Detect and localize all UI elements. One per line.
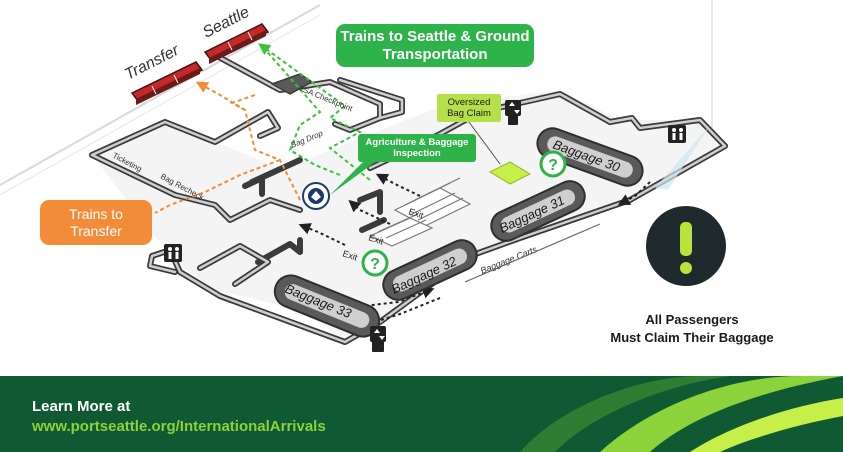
train-to-seattle	[203, 23, 270, 64]
exit-flow-arrows	[298, 173, 651, 323]
baggage-carts-line	[464, 223, 601, 283]
svg-text:?: ?	[370, 256, 380, 273]
cbp-seal-icon	[302, 182, 330, 210]
learn-more-text: Learn More at	[32, 398, 131, 415]
restroom-icon	[164, 244, 182, 262]
light-beam-east	[655, 125, 710, 190]
arrivals-url-link[interactable]: www.portseattle.org/InternationalArrival…	[32, 418, 326, 435]
exit-gates	[368, 177, 472, 247]
callout-oversized-bag-claim: Oversized Bag Claim	[437, 94, 501, 123]
callout-agriculture-inspection: Agriculture & Baggage Inspection	[358, 134, 476, 163]
agriculture-callout-pointer	[330, 160, 378, 195]
exit-label-2: Exit	[367, 232, 385, 246]
claim-baggage-notice: All Passengers Must Claim Their Baggage	[592, 311, 792, 346]
route-to-seattle	[258, 43, 371, 181]
terminal-floor-map: Transfer Seattle Exit Exit Exit TSA Chec…	[0, 0, 728, 352]
footer-banner: Learn More at www.portseattle.org/Intern…	[0, 376, 843, 452]
help-icon: ?	[539, 150, 567, 178]
callout-trains-to-transfer: Trains to Transfer	[40, 200, 152, 246]
restroom-icon	[668, 125, 686, 143]
callout-trains-to-seattle: Trains to Seattle & Ground Transportatio…	[336, 24, 534, 68]
help-icon: ?	[361, 249, 389, 277]
footer-swooshes	[520, 376, 843, 452]
train-to-transfer	[130, 61, 204, 105]
bag-drop-label: Bag Drop	[289, 129, 324, 150]
exit-label-1: Exit	[407, 206, 425, 220]
route-to-transfer	[154, 81, 301, 214]
alert-icon	[646, 206, 726, 286]
carousel-31: Baggage 31	[490, 180, 586, 242]
notice-line-2: Must Claim Their Baggage	[610, 329, 774, 345]
exit-label-3: Exit	[341, 248, 359, 262]
elevator-icon	[505, 100, 521, 125]
oversized-bag-area	[488, 161, 532, 185]
notice-line-1: All Passengers	[645, 312, 739, 327]
svg-text:?: ?	[548, 157, 558, 174]
elevator-icon	[370, 326, 386, 352]
carousel-30: Baggage 30	[536, 127, 644, 187]
